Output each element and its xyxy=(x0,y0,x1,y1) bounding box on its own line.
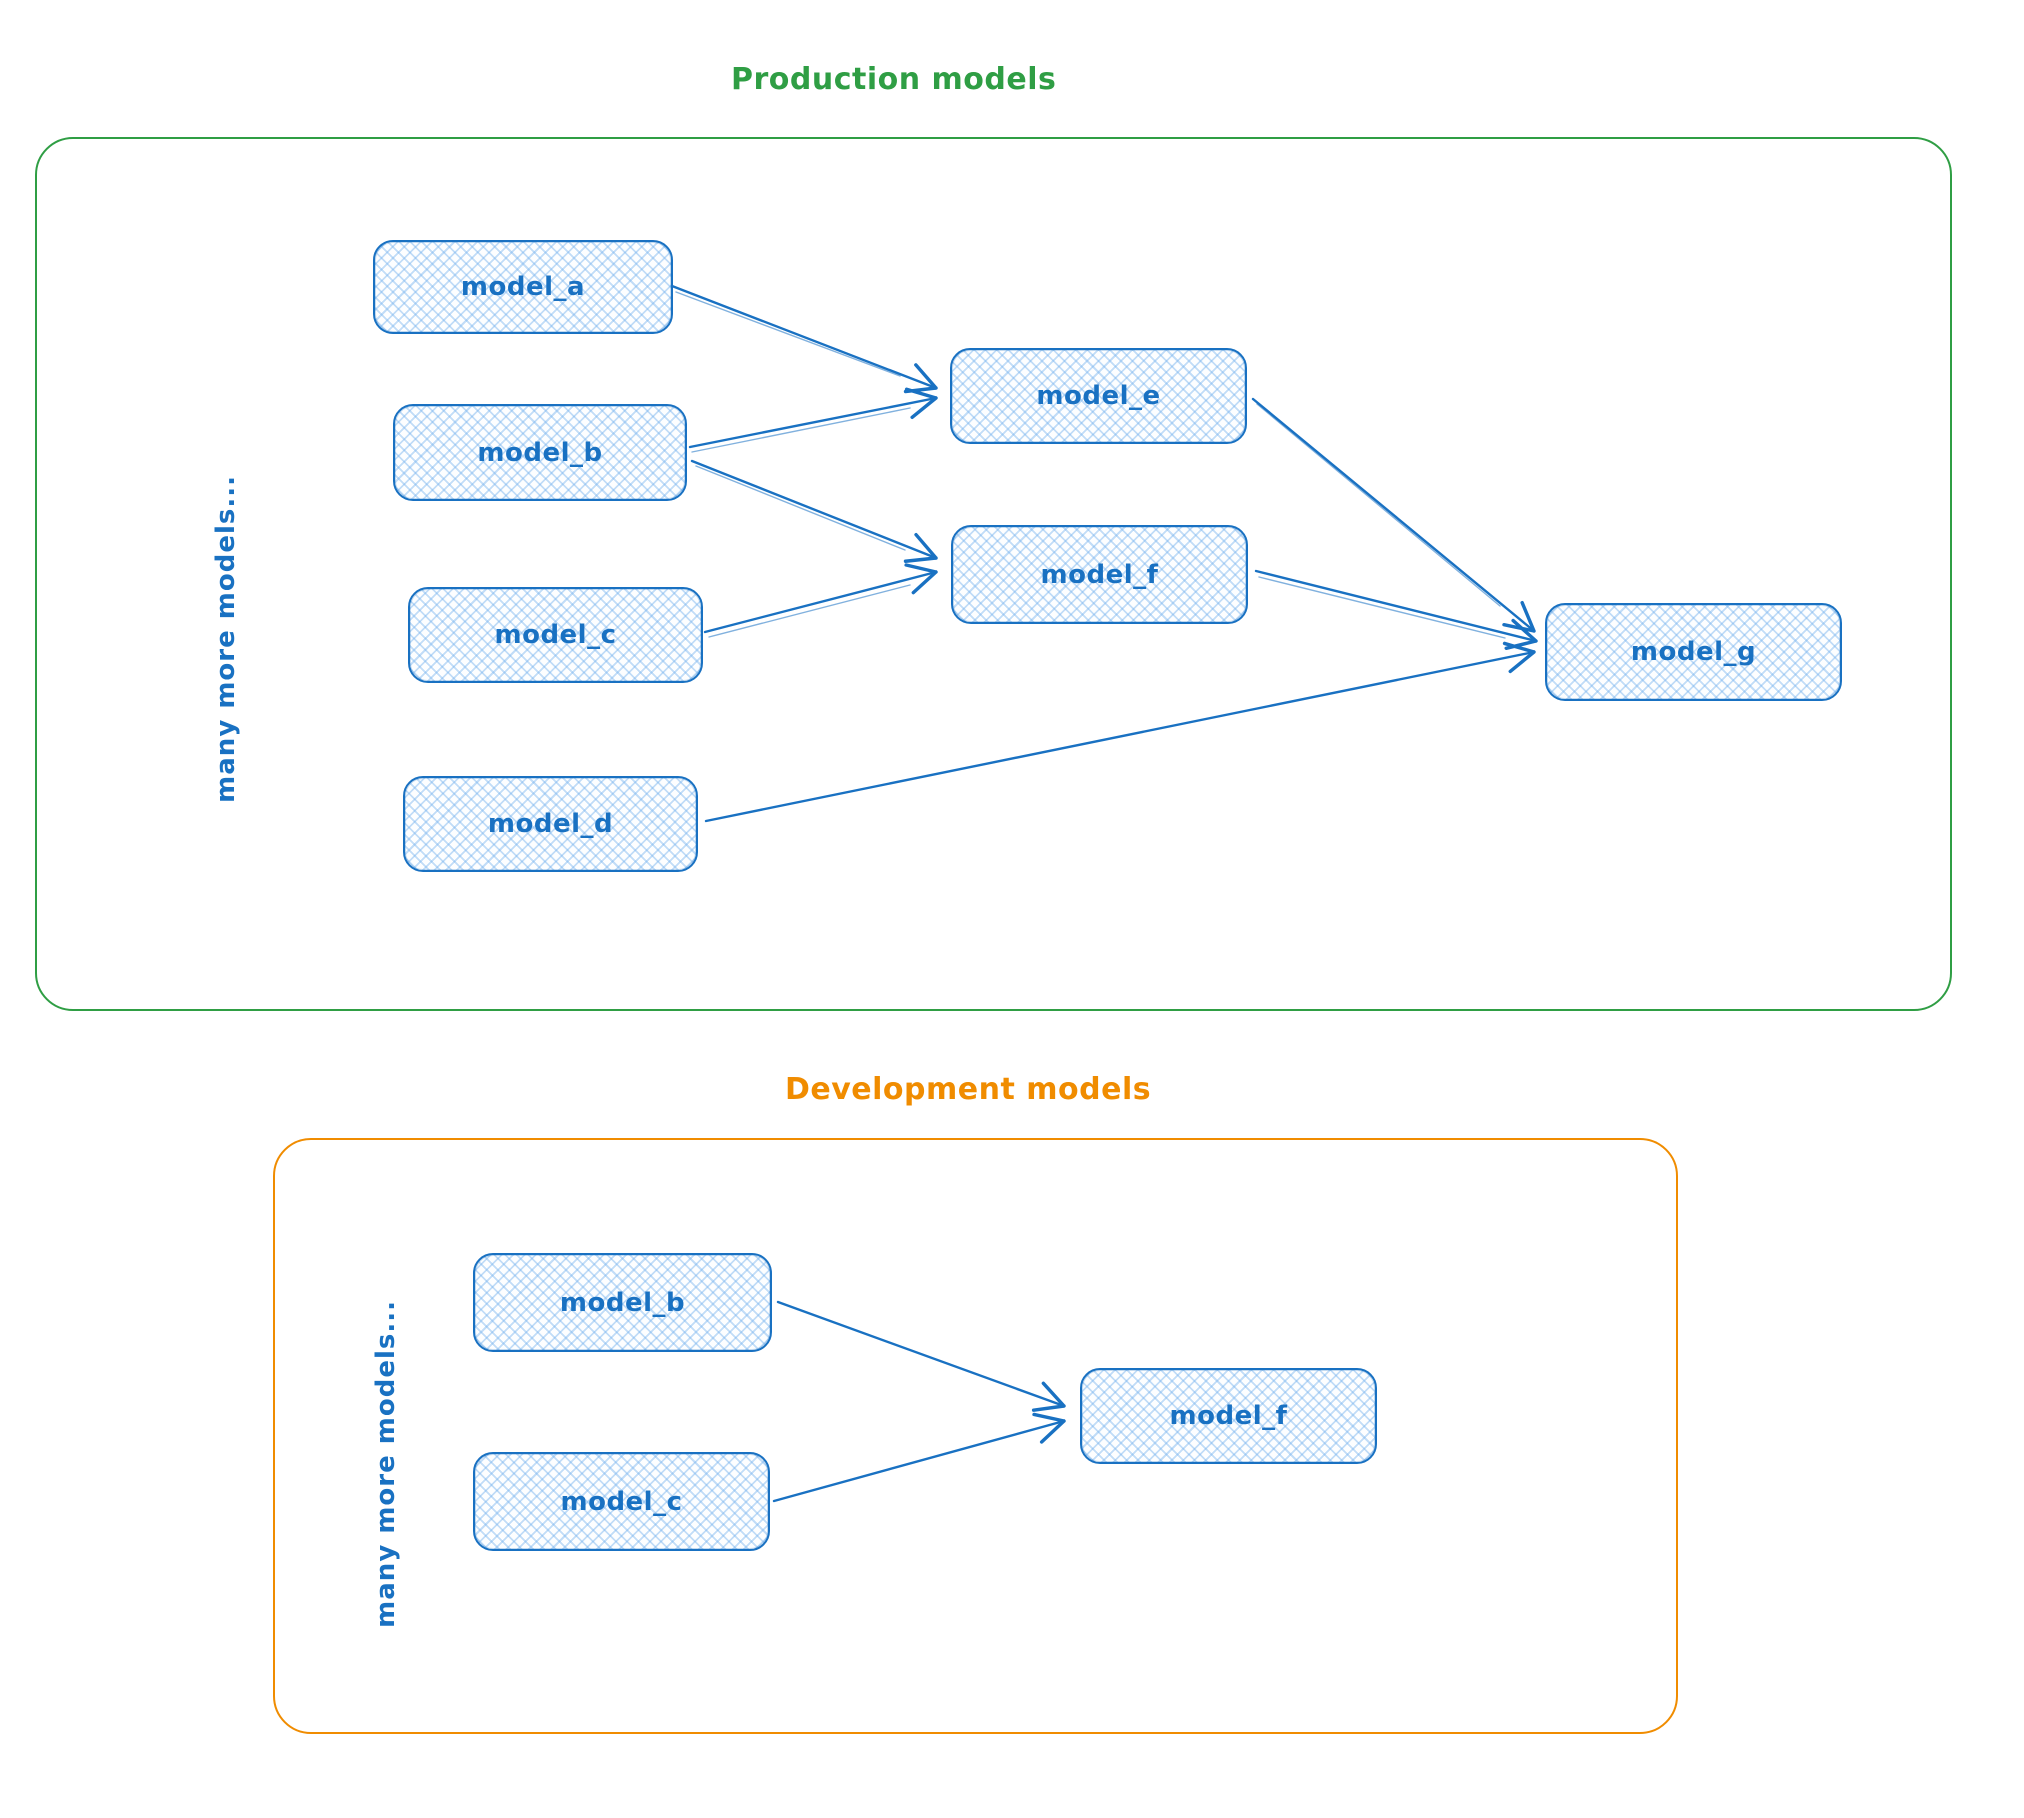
node-production-model-d: model_d xyxy=(403,776,698,872)
node-development-model-f: model_f xyxy=(1080,1368,1377,1464)
node-production-model-b-label: model_b xyxy=(477,437,603,468)
node-production-model-g: model_g xyxy=(1545,603,1842,701)
node-production-model-f-label: model_f xyxy=(1040,559,1159,590)
development-section-title: Development models xyxy=(785,1072,1152,1107)
node-production-model-c-label: model_c xyxy=(494,620,617,650)
node-production-model-a: model_a xyxy=(373,240,673,334)
node-development-model-b: model_b xyxy=(473,1253,772,1352)
production-section-frame xyxy=(35,137,1952,1011)
node-production-model-c: model_c xyxy=(408,587,703,683)
development-section-frame xyxy=(273,1138,1678,1734)
node-development-model-f-label: model_f xyxy=(1169,1401,1288,1431)
node-production-model-a-label: model_a xyxy=(460,272,586,302)
node-production-model-e-label: model_e xyxy=(1036,381,1161,411)
production-side-label: many more models... xyxy=(211,475,241,803)
node-development-model-c: model_c xyxy=(473,1452,770,1551)
development-side-label: many more models... xyxy=(371,1300,401,1628)
node-production-model-g-label: model_g xyxy=(1630,637,1757,667)
production-section-title: Production models xyxy=(731,62,1057,97)
node-development-model-b-label: model_b xyxy=(559,1287,686,1318)
node-production-model-d-label: model_d xyxy=(487,809,614,839)
node-development-model-c-label: model_c xyxy=(560,1486,683,1517)
node-production-model-f: model_f xyxy=(951,525,1248,624)
node-production-model-e: model_e xyxy=(950,348,1247,444)
node-production-model-b: model_b xyxy=(393,404,687,501)
